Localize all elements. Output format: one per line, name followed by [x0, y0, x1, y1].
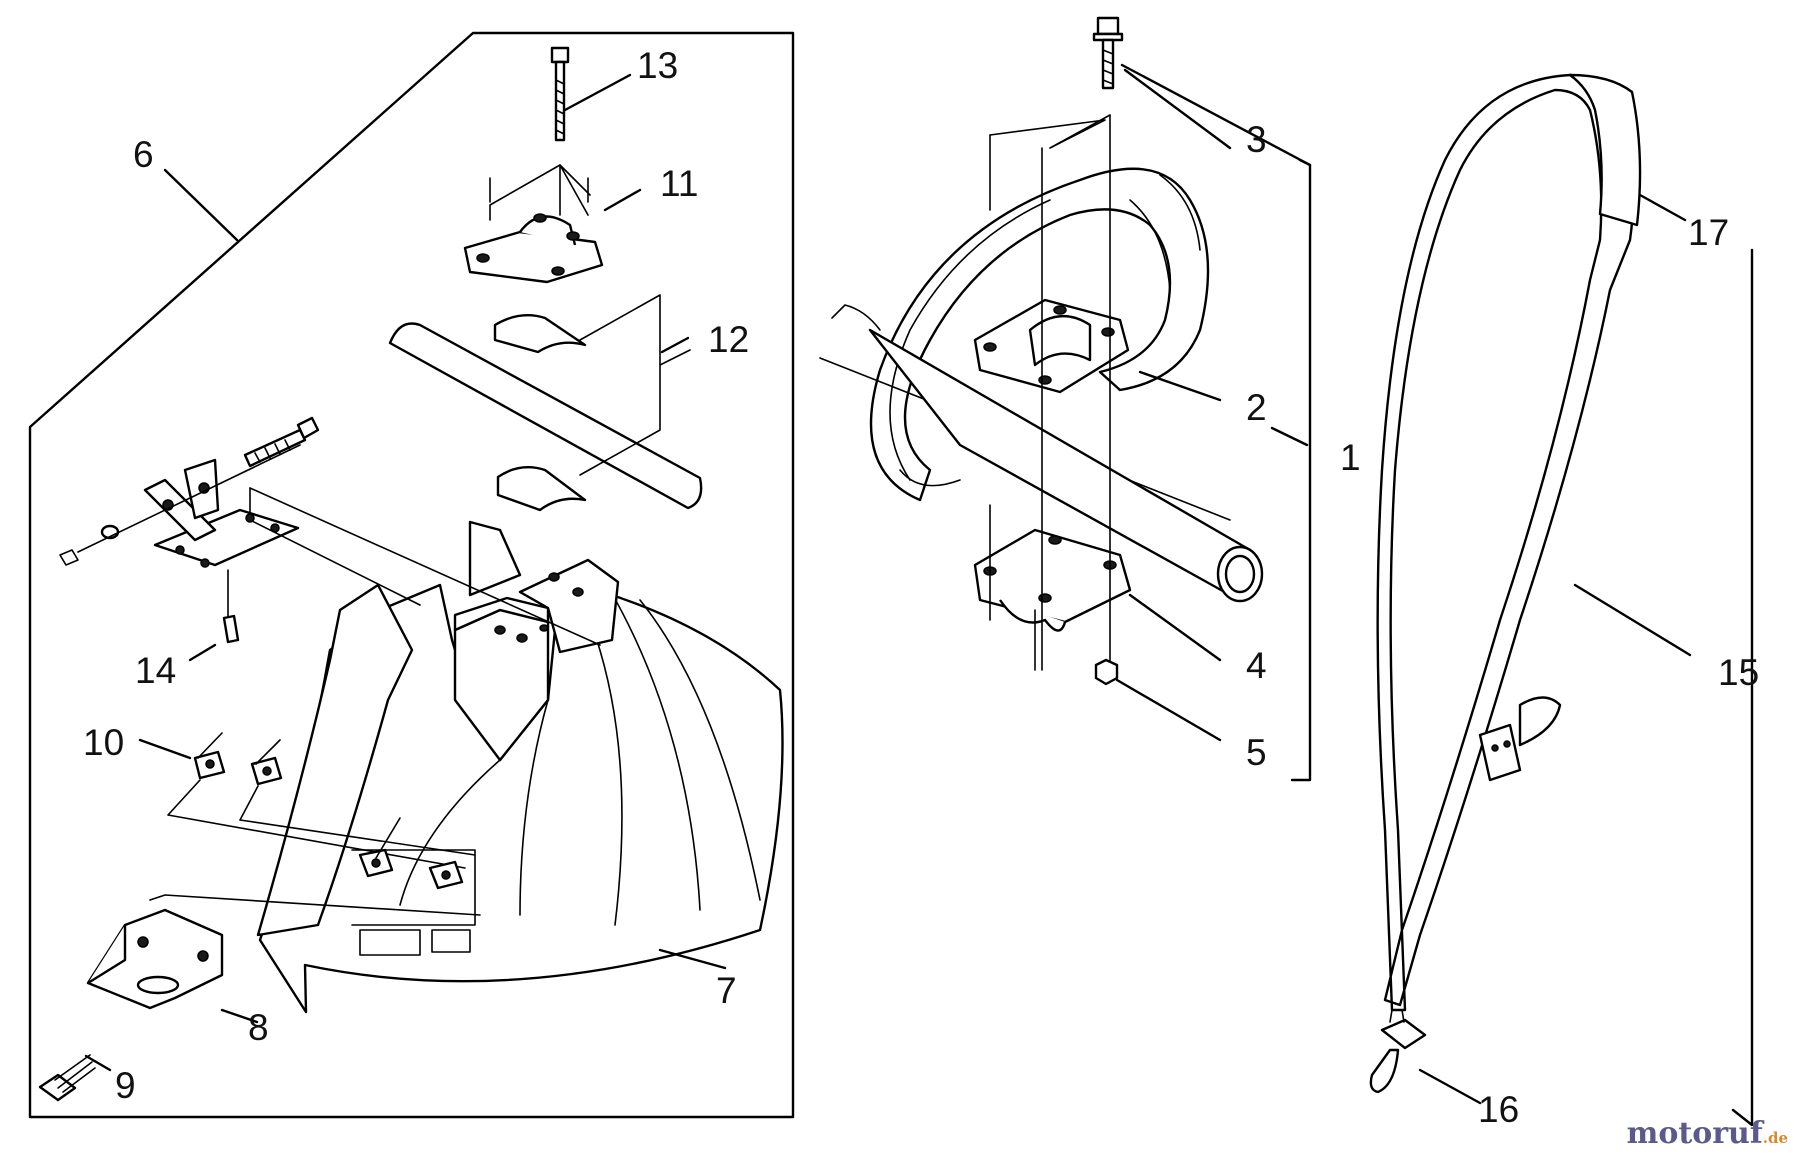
handle-clamp-mid — [973, 298, 1130, 394]
watermark-logo: motoruf.de — [1627, 1116, 1788, 1151]
strap-bracket-17 — [1731, 248, 1754, 1127]
mounting-bracket — [59, 416, 601, 646]
tube-sleeves — [388, 294, 703, 512]
blade-guard — [256, 578, 784, 1014]
handle-clamp-lower — [973, 528, 1132, 632]
nut-5 — [1094, 658, 1119, 686]
callout-11: 11 — [660, 163, 698, 204]
drive-shaft — [819, 304, 1264, 603]
callout-10: 10 — [83, 722, 124, 763]
callout-4: 4 — [1246, 645, 1267, 686]
callout-14: 14 — [135, 650, 176, 691]
callout-6: 6 — [133, 134, 154, 175]
handle-clamp-upper — [463, 164, 604, 284]
brand-name: motoruf — [1626, 1116, 1763, 1151]
callout-labels: 1 2 3 4 5 6 7 8 9 10 11 12 13 14 15 16 1… — [83, 45, 1759, 1130]
handle-group-bracket — [1120, 63, 1312, 782]
callout-13: 13 — [637, 45, 678, 86]
square-nuts — [167, 732, 476, 890]
callout-17: 17 — [1688, 212, 1729, 253]
shoulder-strap — [1369, 73, 1642, 1094]
callout-2: 2 — [1246, 387, 1267, 428]
callout-8: 8 — [248, 1007, 269, 1048]
callout-3: 3 — [1246, 119, 1267, 160]
callout-15: 15 — [1718, 652, 1759, 693]
callout-5: 5 — [1246, 732, 1267, 773]
callout-1: 1 — [1340, 437, 1361, 478]
leader-lines — [84, 68, 1692, 1105]
loop-handle — [869, 167, 1210, 502]
guard-mount-block — [453, 520, 620, 762]
handle-guide-lines — [989, 114, 1111, 671]
callout-12: 12 — [708, 319, 749, 360]
guard-assembly-panel — [28, 31, 795, 1119]
mounting-plate — [38, 894, 481, 1102]
bolt-13 — [550, 46, 570, 142]
callout-7: 7 — [716, 970, 737, 1011]
brand-tld: .de — [1762, 1129, 1788, 1147]
callout-16: 16 — [1478, 1089, 1519, 1130]
callout-9: 9 — [115, 1065, 136, 1106]
bolt-3 — [1092, 16, 1124, 90]
